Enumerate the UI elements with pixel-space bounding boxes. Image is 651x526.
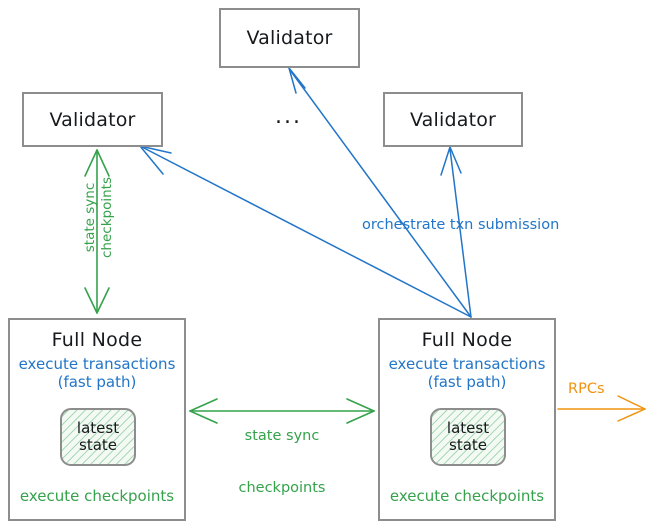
- validator-right-label: Validator: [409, 108, 497, 131]
- full-node-left-footer: execute checkpoints: [19, 487, 175, 505]
- latest-state-right-line2: state: [449, 436, 487, 454]
- validator-box-left[interactable]: Validator: [22, 92, 163, 147]
- full-node-right-blue-line1: execute transactions: [388, 355, 546, 373]
- latest-state-chip-right[interactable]: latest state: [430, 408, 506, 466]
- label-orchestrate-txn-submission: orchestrate txn submission: [362, 217, 560, 233]
- full-node-left-blue-text: execute transactions (fast path): [18, 355, 176, 391]
- validator-box-top[interactable]: Validator: [219, 8, 360, 68]
- full-node-left-blue-line2: (fast path): [57, 372, 137, 391]
- full-node-right-title: Full Node: [421, 329, 513, 351]
- label-rpcs: RPCs: [568, 381, 605, 397]
- latest-state-right-line1: latest: [446, 419, 490, 438]
- latest-state-chip-left[interactable]: latest state: [60, 408, 136, 466]
- full-node-left-title: Full Node: [51, 329, 143, 351]
- full-node-right-blue-line2: (fast path): [427, 372, 507, 391]
- full-node-box-right[interactable]: Full Node execute transactions (fast pat…: [378, 318, 556, 521]
- label-state-sync-horizontal: state sync checkpoints: [222, 393, 342, 526]
- edge-rpcs: [557, 395, 646, 422]
- validator-box-right[interactable]: Validator: [383, 92, 523, 147]
- latest-state-left-line1: latest: [76, 419, 120, 438]
- label-state-sync-horizontal-line2: checkpoints: [238, 479, 326, 496]
- latest-state-left-line2: state: [79, 436, 117, 454]
- full-node-left-blue-line1: execute transactions: [18, 355, 176, 373]
- full-node-box-left[interactable]: Full Node execute transactions (fast pat…: [8, 318, 186, 521]
- full-node-right-blue-text: execute transactions (fast path): [388, 355, 546, 391]
- full-node-right-footer: execute checkpoints: [389, 487, 545, 505]
- validator-top-label: Validator: [246, 27, 333, 49]
- label-state-sync-vertical: state sync checkpoints: [82, 177, 115, 258]
- validators-ellipsis: ...: [275, 104, 302, 129]
- validator-left-label: Validator: [49, 108, 136, 131]
- label-state-sync-horizontal-line1: state sync: [244, 427, 320, 444]
